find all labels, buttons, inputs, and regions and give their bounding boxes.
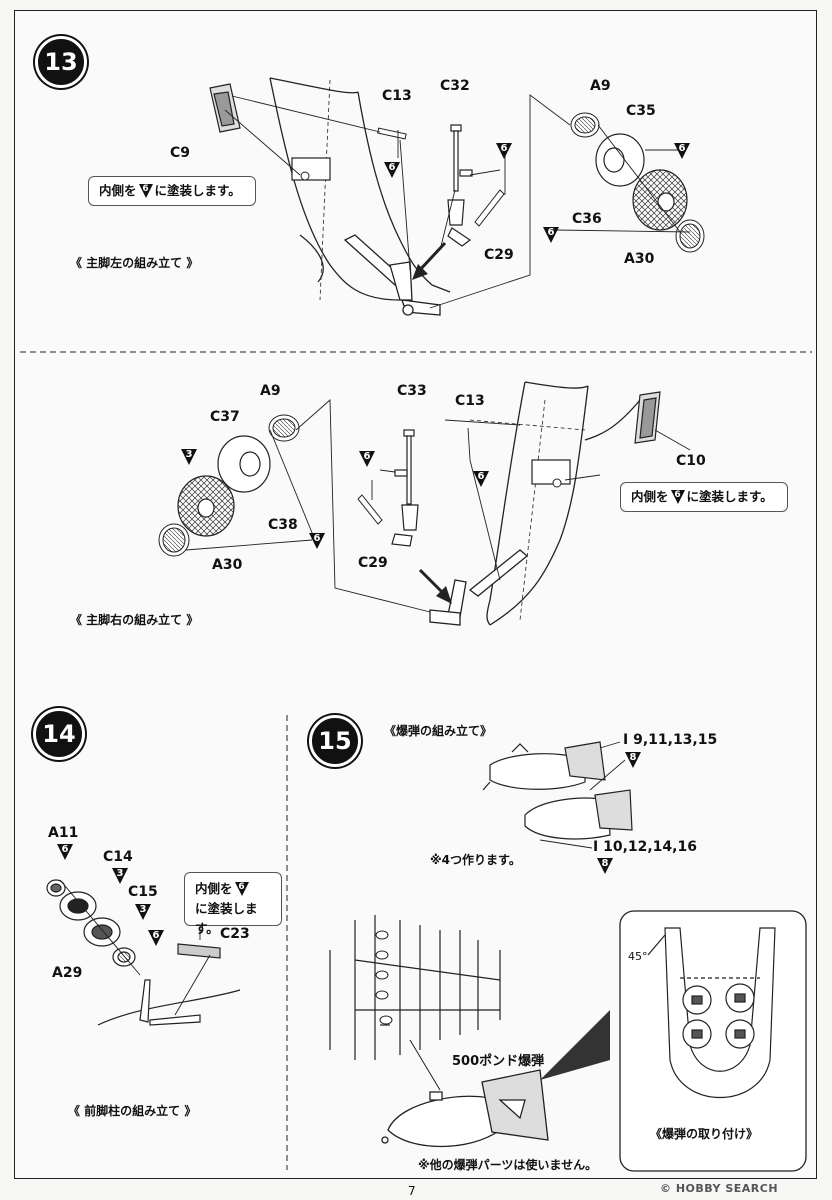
- label-c38: C38: [268, 517, 298, 533]
- page-number: 7: [408, 1184, 416, 1198]
- label-a30-right: A30: [212, 557, 243, 573]
- bomb-bay-detail: [647, 927, 776, 1099]
- bomb-leader: [409, 1039, 441, 1091]
- c36-tire-top: [632, 169, 688, 231]
- right-nacelle-outline: [469, 381, 641, 626]
- c29-part: [474, 189, 505, 227]
- paint-code-6-icon: 6: [674, 143, 690, 160]
- label-c15: C15: [128, 884, 158, 900]
- label-a30: A30: [624, 251, 655, 267]
- caption-bomb-500: 500ポンド爆弾: [452, 1054, 545, 1069]
- note-text-post: に塗装します。: [686, 489, 773, 504]
- label-c23: C23: [220, 926, 250, 942]
- caption-main-right: 《 主脚右の組み立て 》: [70, 613, 199, 627]
- c35-half-top: [595, 133, 645, 187]
- c37-half: [217, 435, 271, 493]
- c32-part: [447, 124, 473, 247]
- paint-code-3-icon: 3: [135, 904, 151, 921]
- paint-code-6-icon: 6: [473, 471, 489, 488]
- paint-code-8-icon: 8: [625, 752, 641, 769]
- paint-badge-icon: 6: [138, 184, 153, 199]
- paint-code-6-icon: 6: [57, 844, 73, 861]
- c29-right: [357, 494, 383, 525]
- label-c32: C32: [440, 78, 470, 94]
- label-c29-right: C29: [358, 555, 388, 571]
- paint-code-8-icon: 8: [597, 858, 613, 875]
- a30-hub-top: [675, 219, 705, 253]
- label-c14: C14: [103, 849, 133, 865]
- label-c33: C33: [397, 383, 427, 399]
- label-a9-right: A9: [260, 383, 281, 399]
- label-c36: C36: [572, 211, 602, 227]
- hook-set: [375, 930, 393, 1025]
- caption-main-left: 《 主脚左の組み立て 》: [70, 256, 199, 270]
- label-a11: A11: [48, 825, 79, 841]
- paint-badge-icon: 6: [234, 882, 249, 897]
- paint-code-6-icon: 6: [384, 162, 400, 179]
- c9-part: [209, 83, 241, 133]
- label-c37: C37: [210, 409, 240, 425]
- label-c13-right: C13: [455, 393, 485, 409]
- bomb-500lb: [381, 1069, 549, 1148]
- leader-lines-13a: [224, 94, 691, 309]
- note-text-pre: 内側を: [195, 881, 233, 896]
- c13-part: [377, 127, 407, 140]
- step-13-marker: 13: [35, 36, 87, 88]
- paint-code-6-icon: 6: [543, 227, 559, 244]
- paint-code-3-icon: 3: [112, 868, 128, 885]
- label-a29: A29: [52, 965, 83, 981]
- c10-part: [634, 391, 661, 444]
- paint-code-6-icon: 6: [148, 930, 164, 947]
- note-text-post: に塗装します。: [195, 901, 258, 936]
- gear-door-right: [531, 459, 571, 485]
- note-text-pre: 内側を: [99, 183, 137, 198]
- caption-unused: ※他の爆弾パーツは使いません。: [418, 1158, 598, 1172]
- note-text-pre: 内側を: [631, 489, 669, 504]
- label-c10: C10: [676, 453, 706, 469]
- paint-code-3-icon: 3: [181, 449, 197, 466]
- caption-bomb-assembly: 《爆弾の組み立て》: [384, 724, 493, 738]
- label-c9: C9: [170, 145, 191, 161]
- leader-lines-13b: [185, 399, 691, 613]
- paint-badge-icon: 6: [670, 490, 685, 505]
- label-a9: A9: [590, 78, 611, 94]
- paint-code-6-icon: 6: [359, 451, 375, 468]
- leader-lines-15: [539, 741, 626, 849]
- label-i-odd: I 9,11,13,15: [623, 732, 718, 748]
- label-c35: C35: [626, 103, 656, 119]
- label-c29: C29: [484, 247, 514, 263]
- paint-code-6-icon: 6: [309, 533, 325, 550]
- caption-bomb-mount: 《爆弾の取り付け》: [650, 1127, 759, 1141]
- label-i-even: I 10,12,14,16: [593, 839, 697, 855]
- angle-label: 45°: [628, 950, 648, 963]
- caption-make-four: ※4つ作ります。: [430, 853, 521, 867]
- a9-hub-top: [570, 112, 600, 138]
- bomb-odd: [482, 741, 606, 791]
- note-text-post: に塗装します。: [154, 183, 241, 198]
- a9-hub-mid: [268, 414, 300, 442]
- bomb-bay-rack: [329, 915, 501, 1060]
- caption-nose-strut: 《 前脚柱の組み立て 》: [68, 1104, 197, 1118]
- step-14-marker: 14: [33, 708, 85, 760]
- watermark: © HOBBY SEARCH: [660, 1182, 779, 1195]
- left-strut: [343, 234, 441, 316]
- zoom-wedge: [540, 1010, 610, 1080]
- c38-tire: [177, 475, 235, 537]
- a30-hub-mid: [158, 523, 190, 557]
- label-c13: C13: [382, 88, 412, 104]
- gear-door: [291, 157, 331, 181]
- bomb-even: [524, 789, 633, 840]
- step-15-marker: 15: [309, 715, 361, 767]
- paint-code-6-icon: 6: [496, 143, 512, 160]
- nose-parts: [46, 879, 241, 1026]
- c33-part: [391, 429, 419, 547]
